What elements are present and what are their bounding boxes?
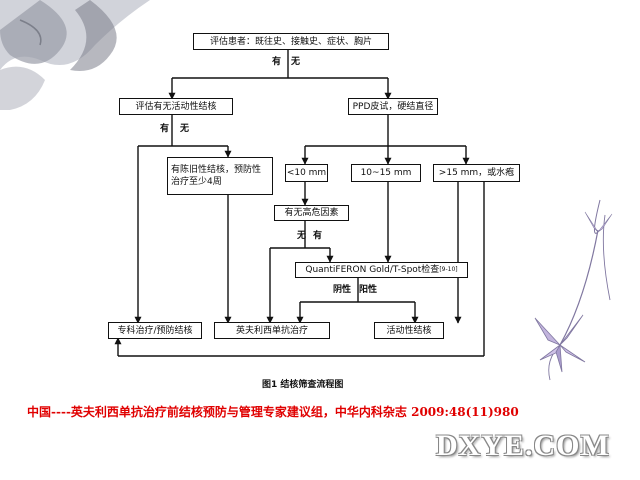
quantiferon-reference: [9-10] xyxy=(439,266,458,273)
label-no-3: 无 xyxy=(297,231,307,241)
node-ppd-test: PPD皮试，硬结直径 xyxy=(348,98,438,115)
label-yes-3: 有 xyxy=(313,231,323,241)
label-yes-1: 有 xyxy=(272,57,282,67)
node-infliximab-treatment: 英夫利西单抗治疗 xyxy=(214,322,330,339)
label-negative: 阴性 xyxy=(333,285,352,295)
label-no-1: 无 xyxy=(291,57,301,67)
node-quantiferon-tspot: QuantiFERON Gold/T-Spot检查[9-10] xyxy=(295,262,468,278)
node-evaluate-patient: 评估患者：既往史、接触史、症状、胸片 xyxy=(193,33,389,50)
reference-citation: 中国----英夫利西单抗治疗前结核预防与管理专家建议组，中华内科杂志 2009:… xyxy=(27,405,519,419)
quantiferon-label: QuantiFERON Gold/T-Spot检查 xyxy=(305,265,440,275)
site-watermark: DXYE.COM xyxy=(436,429,610,462)
node-assess-active-tb: 评估有无活动性结核 xyxy=(119,98,233,115)
label-positive: 阳性 xyxy=(359,285,378,295)
figure-caption: 图1 结核筛查流程图 xyxy=(262,380,344,390)
node-ppd-over-15mm: >15 mm，或水疱 xyxy=(433,164,520,182)
label-no-2: 无 xyxy=(180,124,190,134)
node-high-risk-factors: 有无高危因素 xyxy=(274,205,349,221)
node-old-tb-prophylaxis: 有陈旧性结核，预防性治疗至少4周 xyxy=(167,157,273,195)
node-ppd-10-15mm: 10~15 mm xyxy=(351,164,421,182)
node-specialist-treatment: 专科治疗/预防结核 xyxy=(108,322,202,339)
label-yes-2: 有 xyxy=(160,124,170,134)
node-active-tb: 活动性结核 xyxy=(374,322,444,339)
node-ppd-under-10mm: <10 mm xyxy=(285,164,328,182)
